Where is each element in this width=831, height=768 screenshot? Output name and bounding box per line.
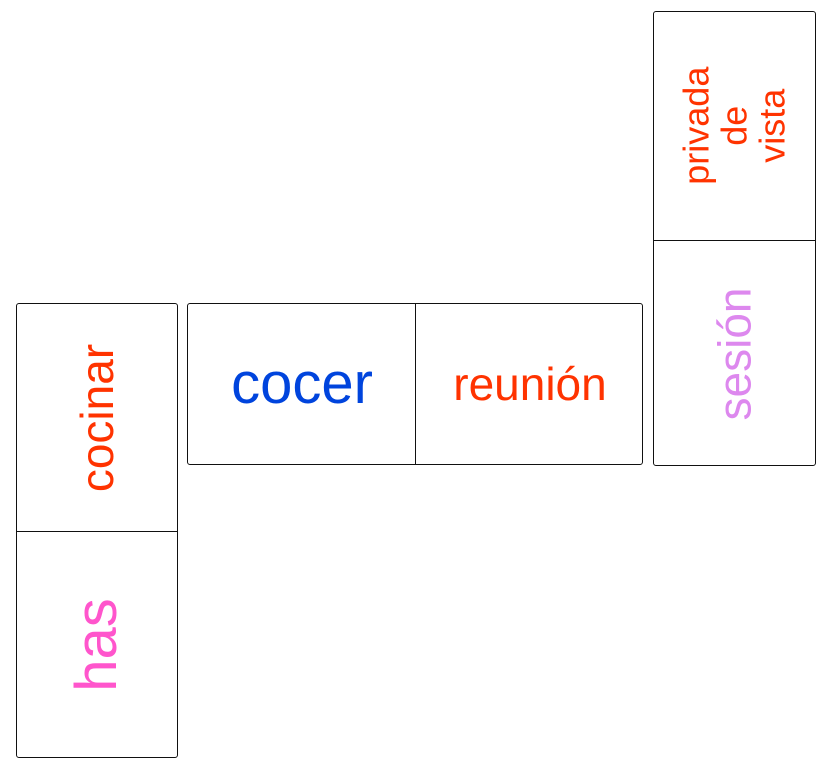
domino-word-cocinar: cocinar (70, 343, 123, 492)
domino-divider (17, 531, 177, 532)
domino-cell-bottom: has (17, 531, 177, 759)
domino-card-1[interactable]: cocinar has (16, 303, 178, 758)
domino-card-2[interactable]: cocer reunión (187, 303, 643, 465)
domino-word-reunion: reunión (453, 358, 607, 410)
domino-word-privada-de-vista: privada de vista (675, 66, 793, 186)
domino-cell-right: reunión (416, 304, 644, 464)
domino-word-cocer: cocer (231, 351, 373, 416)
domino-cell-bottom: sesión (654, 240, 815, 467)
domino-card-3[interactable]: privada de vista sesión (653, 11, 816, 466)
domino-divider (415, 304, 416, 464)
domino-word-has: has (63, 598, 129, 692)
domino-cell-top: privada de vista (654, 12, 815, 240)
domino-word-sesion: sesión (708, 287, 761, 420)
domino-cell-top: cocinar (17, 304, 177, 531)
domino-cell-left: cocer (188, 304, 416, 464)
domino-divider (654, 240, 815, 241)
